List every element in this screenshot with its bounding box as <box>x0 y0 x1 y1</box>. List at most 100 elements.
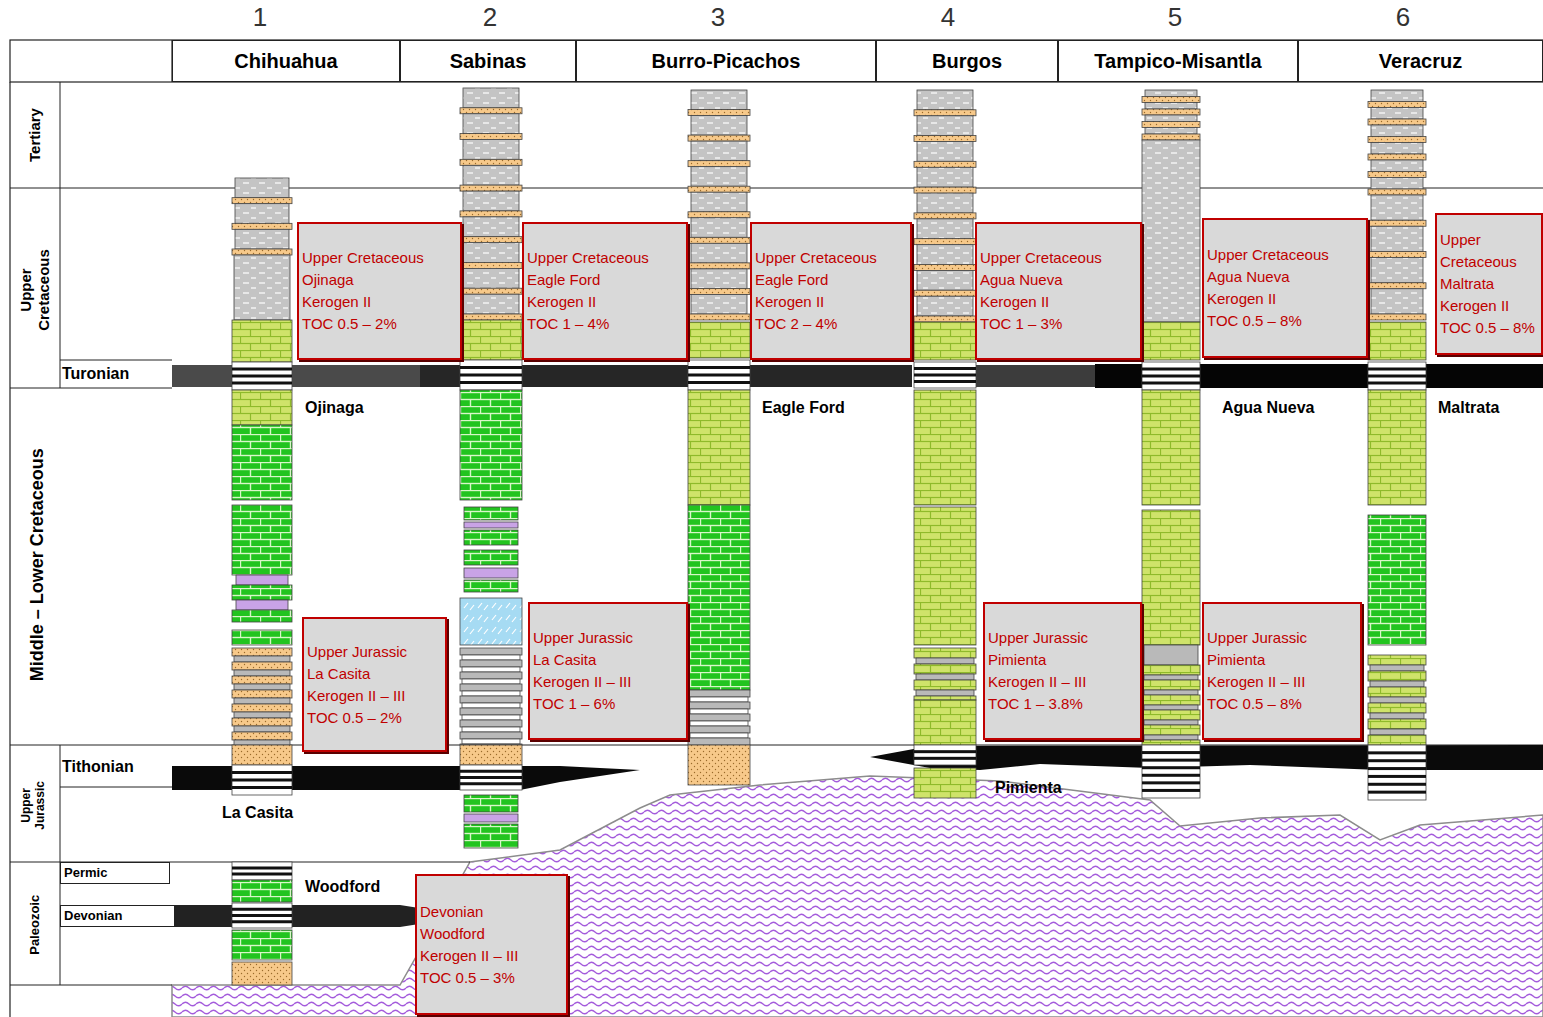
lithology-bed <box>691 269 747 289</box>
callout-line: Agua Nueva <box>1207 266 1363 288</box>
lithology-bed <box>914 161 976 167</box>
lithology-bed <box>232 718 292 726</box>
lithology-bed <box>463 140 519 160</box>
lithology-bed <box>234 698 290 704</box>
callout-age: Upper Cretaceous <box>755 247 907 269</box>
lithology-bed <box>463 114 519 134</box>
black-shale-layer <box>1142 382 1200 385</box>
callout-line: Kerogen II – III <box>307 685 442 707</box>
callout-line: TOC 0.5 – 3% <box>420 967 563 989</box>
lithology-bed <box>1371 160 1423 172</box>
callout-age: Upper Cretaceous <box>1207 244 1363 266</box>
era-label: Middle – Lower Cretaceous <box>27 448 49 681</box>
stage-label: Permic <box>60 862 170 884</box>
column-number: 4 <box>941 2 955 33</box>
lithology-bed <box>688 135 750 141</box>
black-shale-layer <box>460 374 522 377</box>
lithology-bed <box>1371 178 1423 190</box>
lithology-bed <box>914 648 976 658</box>
lithology-bed <box>688 390 750 505</box>
lithology-bed <box>688 714 750 721</box>
lithology-bed <box>464 522 518 528</box>
region-header-cell: Burro-Picachos <box>576 40 876 82</box>
lithology-bed <box>690 697 748 702</box>
lithology-bed <box>914 680 976 690</box>
black-shale-layer <box>914 380 976 383</box>
stage-label: Turonian <box>62 364 129 383</box>
lithology-bed <box>460 211 522 217</box>
lithology-bed <box>1142 745 1200 798</box>
lithology-bed <box>235 204 289 224</box>
black-shale-layer <box>688 374 750 377</box>
callout-line: TOC 0.5 – 8% <box>1207 693 1357 715</box>
lithology-bed <box>691 192 747 212</box>
black-shale-layer <box>1142 368 1200 371</box>
lithology-bed <box>688 505 750 690</box>
callout-line: Kerogen II – III <box>1207 671 1357 693</box>
black-shale-layer <box>1368 382 1426 385</box>
source-rock-callout: Upper JurassicLa CasitaKerogen II – IIIT… <box>302 617 447 752</box>
black-shale-layer <box>1368 783 1426 786</box>
callout-line: Eagle Ford <box>527 269 683 291</box>
callout-line: TOC 2 – 4% <box>755 313 907 335</box>
callout-line: TOC 0.5 – 8% <box>1440 317 1538 339</box>
black-shale-layer <box>1142 751 1200 754</box>
lithology-bed <box>1368 745 1426 800</box>
callout-age: Upper Jurassic <box>307 641 442 663</box>
lithology-bed <box>1370 697 1424 703</box>
black-shale-layer <box>460 366 522 369</box>
formation-label: La Casita <box>222 803 293 822</box>
black-shale-layer <box>1368 791 1426 794</box>
lithology-bed <box>464 530 518 545</box>
column-number: 6 <box>1396 2 1410 33</box>
lithology-bed <box>232 320 292 362</box>
lithology-bed <box>917 296 973 316</box>
formation-label: Woodford <box>305 877 380 896</box>
lithology-bed <box>462 727 520 732</box>
lithology-bed <box>917 245 973 265</box>
lithology-bed <box>232 362 292 390</box>
formation-label: Ojinaga <box>305 398 364 417</box>
black-shale-layer <box>232 873 292 876</box>
lithology-bed <box>232 745 292 765</box>
lithology-bed <box>232 662 292 670</box>
lithology-bed <box>1142 122 1200 128</box>
lithology-bed <box>914 322 976 360</box>
callout-line: TOC 1 – 6% <box>533 693 683 715</box>
lithology-bed <box>460 696 522 703</box>
callout-line: Kerogen II – III <box>420 945 563 967</box>
callout-line: Pimienta <box>1207 649 1357 671</box>
lithology-bed <box>1142 362 1200 390</box>
black-shale-layer <box>460 776 522 779</box>
callout-line: Ojinaga <box>302 269 457 291</box>
black-shale-layer <box>232 908 292 911</box>
black-shale-layer <box>232 779 292 782</box>
black-shale-layer <box>1368 775 1426 778</box>
lithology-bed <box>234 255 290 320</box>
callout-line: Kerogen II – III <box>533 671 683 693</box>
lithology-bed <box>914 264 976 270</box>
black-shale-layer <box>460 782 522 785</box>
source-rock-callout: Upper CretaceousOjinagaKerogen IITOC 0.5… <box>297 222 462 360</box>
lithology-bed <box>1371 143 1423 155</box>
lithology-bed <box>232 648 292 656</box>
lithology-bed <box>235 229 289 249</box>
lithology-bed <box>1144 675 1198 680</box>
region-header-cell: Veracruz <box>1298 40 1543 82</box>
callout-line: Agua Nueva <box>980 269 1137 291</box>
lithology-bed <box>232 880 292 902</box>
lithology-bed <box>236 600 288 610</box>
black-shale-layer <box>1368 375 1426 378</box>
callout-age: Upper Cretaceous <box>1440 229 1538 273</box>
turonian-band <box>420 365 912 387</box>
callout-line: Kerogen II <box>755 291 907 313</box>
lithology-bed <box>234 726 290 732</box>
lithology-bed <box>463 88 519 108</box>
region-header-cell: Tampico-Misantla <box>1058 40 1298 82</box>
lithology-bed <box>691 141 747 161</box>
lithology-bed <box>460 684 522 691</box>
lithology-bed <box>232 390 292 425</box>
callout-line: Kerogen II <box>1440 295 1538 317</box>
grid-line <box>60 82 61 388</box>
